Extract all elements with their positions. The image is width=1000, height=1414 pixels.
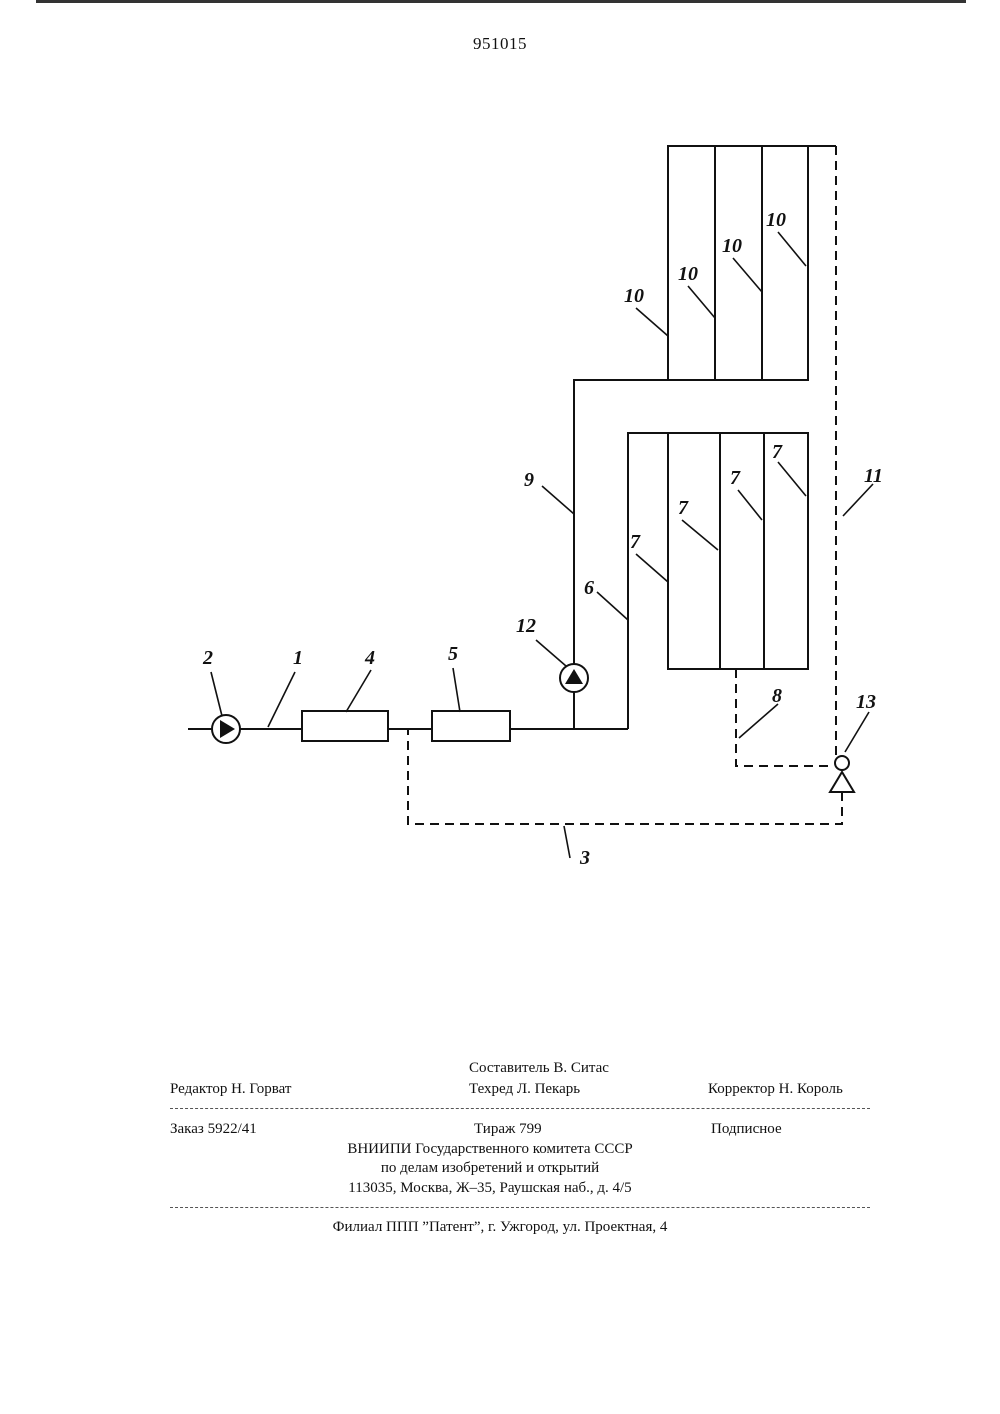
label-tube-10: 10 (624, 285, 644, 307)
label-line-9: 9 (524, 469, 534, 491)
valve-13-symbol (830, 756, 854, 792)
schematic-diagram: 2 1 4 5 12 9 6 7 7 7 7 10 10 10 10 11 8 … (0, 0, 1000, 900)
editor-credit: Редактор Н. Горват (170, 1081, 292, 1098)
circulation: Тираж 799 (474, 1121, 542, 1138)
org-line-2: по делам изобретений и открытий (300, 1160, 680, 1177)
colophon-divider (170, 1207, 870, 1208)
line-6 (628, 433, 668, 729)
label-tube-10: 10 (722, 235, 742, 257)
label-unit-4: 4 (364, 647, 375, 669)
label-pump-2: 2 (202, 647, 213, 669)
compiler-credit: Составитель В. Ситас (469, 1060, 609, 1077)
pump-2-symbol (212, 715, 240, 743)
org-line-1: ВНИИПИ Государственного комитета СССР (300, 1141, 680, 1158)
label-line-1: 1 (293, 647, 303, 669)
order-number: Заказ 5922/41 (170, 1121, 257, 1138)
label-return-3: 3 (579, 847, 590, 869)
colophon-divider (170, 1108, 870, 1109)
label-drain-8: 8 (772, 685, 782, 707)
subscription-note: Подписное (711, 1121, 782, 1138)
label-line-6: 6 (584, 577, 594, 599)
pump-12-symbol (560, 664, 588, 692)
org-line-3: 113035, Москва, Ж–35, Раушская наб., д. … (300, 1180, 680, 1197)
label-tube-10: 10 (766, 209, 786, 231)
label-tube-7: 7 (630, 531, 641, 553)
label-tube-7: 7 (678, 497, 689, 519)
return-line-3 (408, 729, 842, 824)
drain-line-8 (736, 669, 832, 766)
label-valve-13: 13 (856, 691, 876, 713)
label-return-11: 11 (864, 465, 883, 487)
branch-address: Филиал ППП ”Патент”, г. Ужгород, ул. Про… (230, 1219, 770, 1236)
unit-5-box (432, 711, 510, 741)
label-pump-12: 12 (516, 615, 536, 637)
techred-credit: Техред Л. Пекарь (469, 1081, 580, 1098)
label-unit-5: 5 (448, 643, 458, 665)
corrector-credit: Корректор Н. Король (708, 1081, 843, 1098)
label-tube-7: 7 (772, 441, 783, 463)
label-tube-7: 7 (730, 467, 741, 489)
unit-4-box (302, 711, 388, 741)
label-tube-10: 10 (678, 263, 698, 285)
